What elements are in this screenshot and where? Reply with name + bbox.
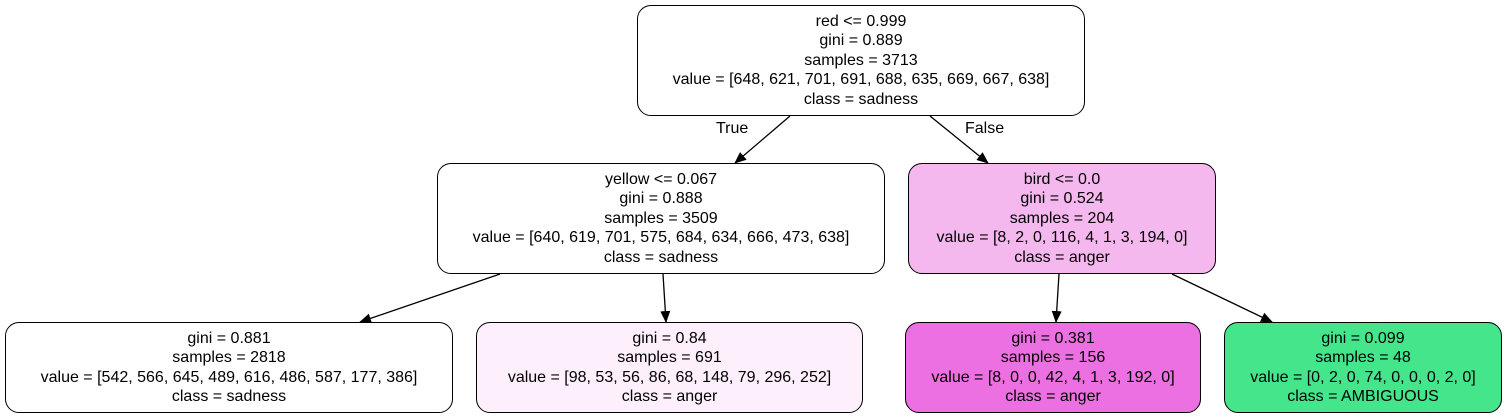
edge-root-to-bird xyxy=(929,115,989,164)
node-class: class = AMBIGUOUS xyxy=(1287,388,1439,405)
node-samples: samples = 3713 xyxy=(804,51,918,69)
node-class: class = anger xyxy=(621,388,718,405)
node-gini: gini = 0.888 xyxy=(619,190,703,208)
edge-yellow-to-left-leaf xyxy=(359,273,501,324)
node-value: value = [640, 619, 701, 575, 684, 634, 6… xyxy=(472,229,850,247)
node-value: value = [648, 621, 701, 691, 688, 635, 6… xyxy=(672,71,1050,89)
node-gini: gini = 0.099 xyxy=(1321,329,1405,347)
tree-node-yellow-split: yellow <= 0.067 gini = 0.888 samples = 3… xyxy=(437,163,885,274)
node-class: class = anger xyxy=(1014,248,1110,266)
node-value: value = [8, 0, 0, 42, 4, 1, 3, 192, 0] xyxy=(931,368,1175,386)
tree-leaf-anger-strong: gini = 0.381 samples = 156 value = [8, 0… xyxy=(905,322,1201,413)
node-samples: samples = 156 xyxy=(1000,349,1106,366)
node-samples: samples = 691 xyxy=(617,349,722,366)
node-samples: samples = 3509 xyxy=(604,209,718,227)
node-samples: samples = 204 xyxy=(1009,209,1115,227)
tree-leaf-sadness: gini = 0.881 samples = 2818 value = [542… xyxy=(5,322,453,413)
node-gini: gini = 0.889 xyxy=(819,32,903,50)
node-gini: gini = 0.881 xyxy=(187,329,271,347)
node-value: value = [542, 566, 645, 489, 616, 486, 5… xyxy=(40,368,418,386)
tree-leaf-anger-light: gini = 0.84 samples = 691 value = [98, 5… xyxy=(476,322,863,413)
node-samples: samples = 2818 xyxy=(172,349,286,366)
node-gini: gini = 0.84 xyxy=(632,329,707,347)
edge-bird-to-anger-leaf xyxy=(1051,273,1062,323)
node-class: class = sadness xyxy=(603,248,719,266)
node-samples: samples = 48 xyxy=(1315,349,1411,366)
node-split-condition: bird <= 0.0 xyxy=(1023,170,1101,188)
edge-label-false: False xyxy=(965,120,1005,137)
edge-root-to-yellow xyxy=(734,115,791,164)
node-split-condition: red <= 0.999 xyxy=(815,12,907,30)
node-class: class = sadness xyxy=(803,90,919,108)
tree-node-bird-split: bird <= 0.0 gini = 0.524 samples = 204 v… xyxy=(908,163,1216,274)
node-gini: gini = 0.381 xyxy=(1011,329,1095,347)
edge-yellow-to-anger-leaf xyxy=(660,273,671,323)
edge-bird-to-ambiguous-leaf xyxy=(1171,273,1273,323)
tree-node-root-red-split: red <= 0.999 gini = 0.889 samples = 3713… xyxy=(637,5,1085,116)
node-class: class = sadness xyxy=(171,388,287,405)
node-split-condition: yellow <= 0.067 xyxy=(604,170,718,188)
node-gini: gini = 0.524 xyxy=(1020,190,1104,208)
tree-leaf-ambiguous: gini = 0.099 samples = 48 value = [0, 2,… xyxy=(1224,322,1502,413)
node-value: value = [8, 2, 0, 116, 4, 1, 3, 194, 0] xyxy=(936,229,1188,247)
node-class: class = anger xyxy=(1005,388,1101,405)
node-value: value = [98, 53, 56, 86, 68, 148, 79, 29… xyxy=(507,368,832,386)
node-value: value = [0, 2, 0, 74, 0, 0, 0, 2, 0] xyxy=(1250,368,1476,386)
edge-label-true: True xyxy=(716,120,749,137)
